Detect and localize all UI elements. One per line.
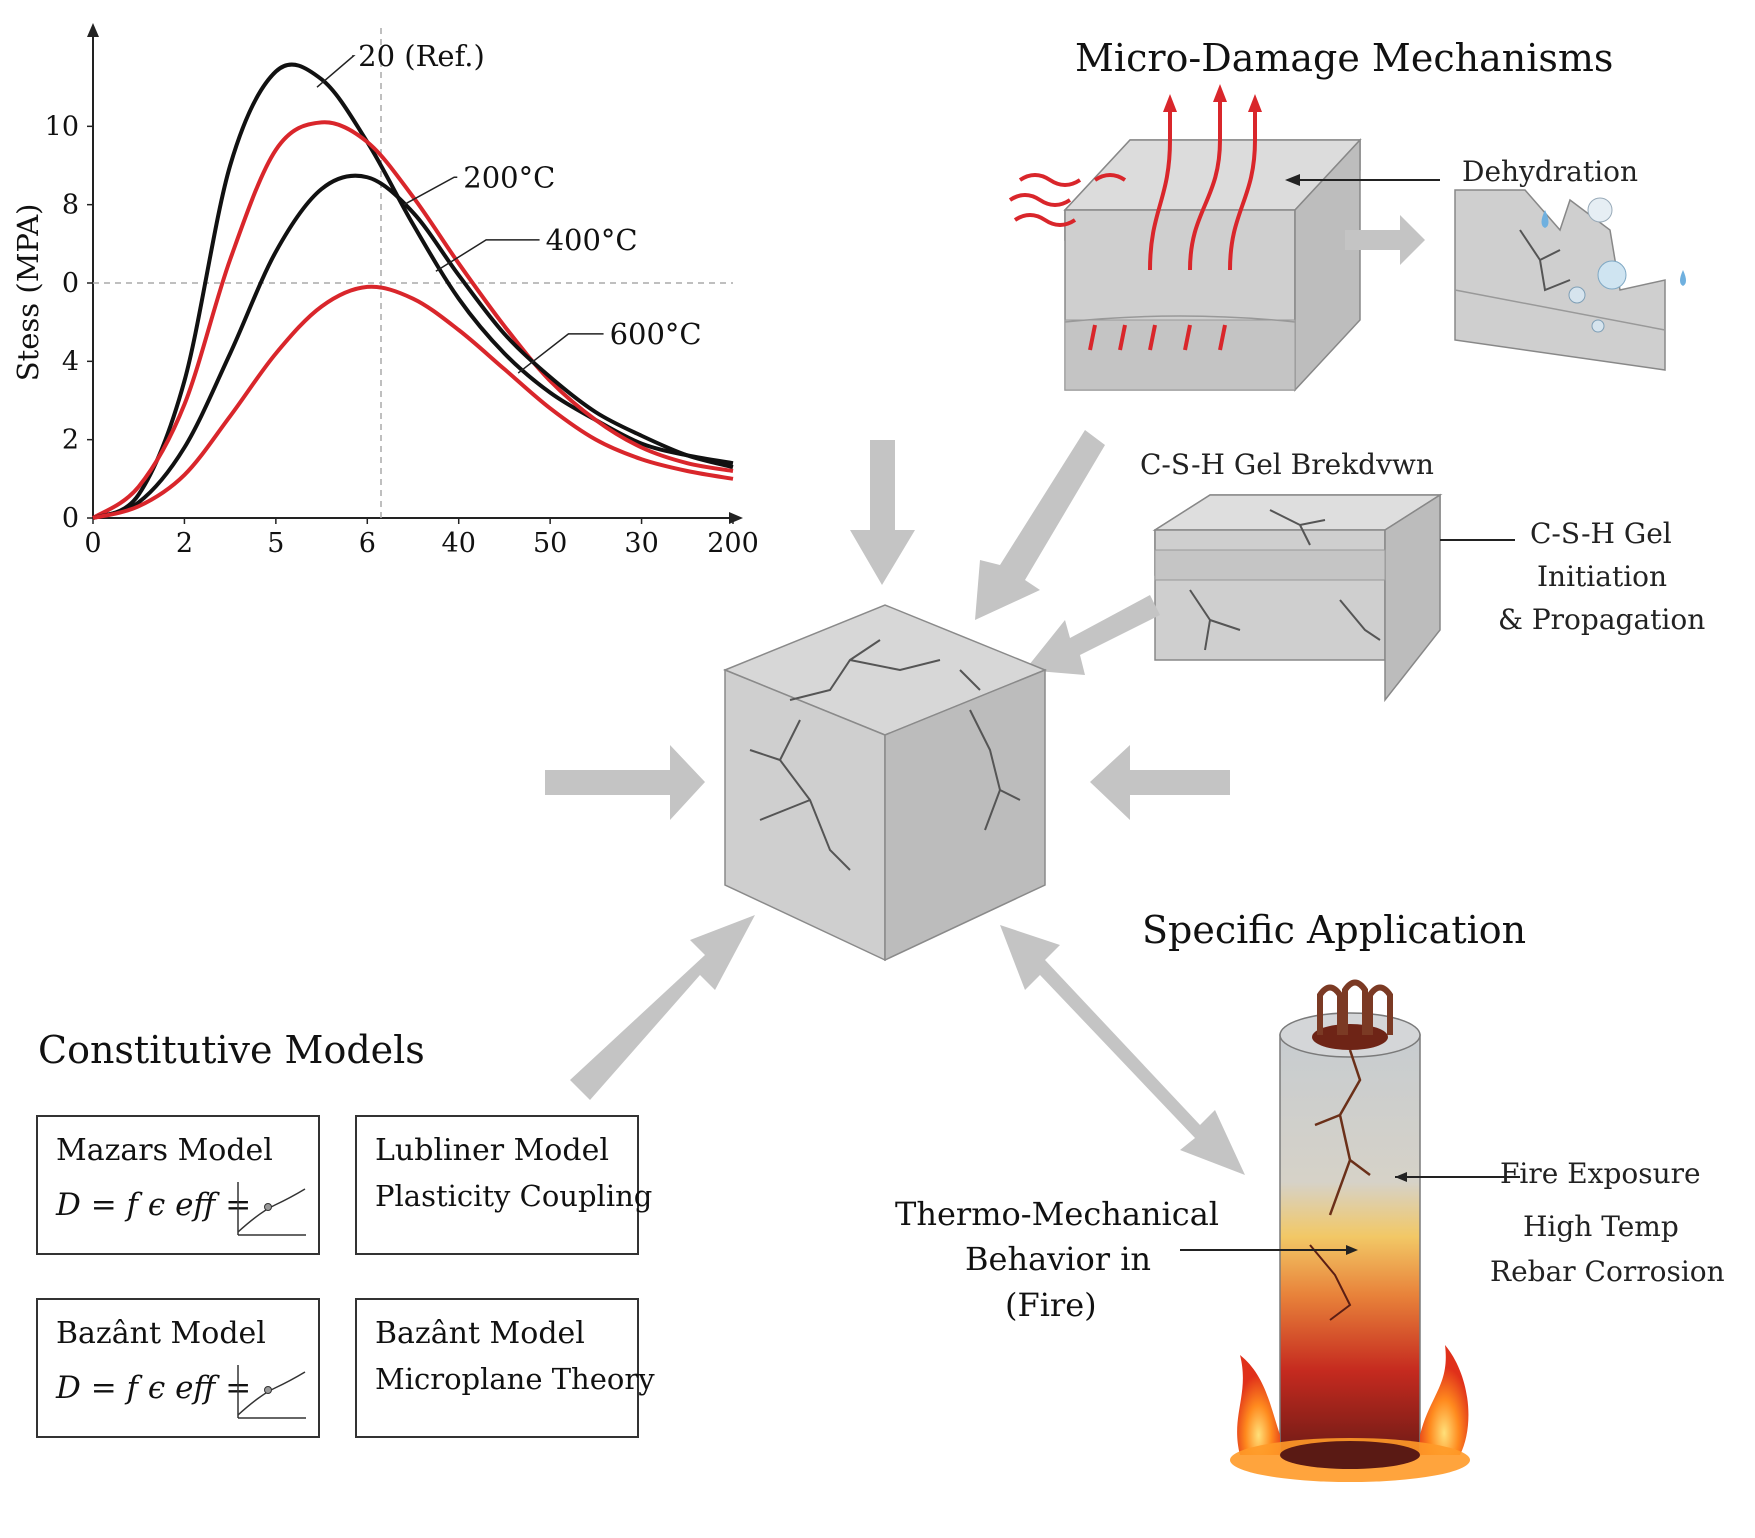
model-card-mazars: Mazars Model D = f ϵ eff = [36,1115,320,1255]
model-name: Bazânt Model [375,1316,585,1351]
model-name: Lubliner Model [375,1133,609,1168]
x-tick-label: 40 [442,528,476,559]
csh-gel-block [1152,493,1443,703]
y-tick-label: 10 [45,111,79,142]
series-line-1 [91,120,734,520]
cracked-concrete-cube [723,604,1047,962]
csh-init-line2: Initiation [1537,560,1668,593]
annotation-label: 600°C [610,317,702,351]
x-tick-label: 30 [624,528,658,559]
rising-heat-arrows [1008,100,1257,351]
dehydration-label: Dehydration [1462,155,1638,188]
dehydrated-fragment [1454,189,1686,371]
rebar-corrosion-label: Rebar Corrosion [1490,1255,1725,1288]
csh-init-line3: & Propagation [1498,603,1706,636]
high-temp-label: High Temp [1523,1210,1679,1243]
constitutive-title: Constitutive Models [38,1028,425,1072]
annotation-leader [435,239,540,272]
fire-column-illustration [1230,979,1470,1482]
model-equation: D = f ϵ eff = [56,1187,252,1223]
series-line-3 [92,284,734,520]
micro-damage-illustration [1008,84,1686,392]
application-title: Specific Application [1142,908,1527,952]
annotation-label: 20 (Ref.) [358,39,485,73]
heated-concrete-block [1063,138,1362,392]
model-equation: D = f ϵ eff = [56,1370,252,1406]
annotation-leader [403,176,458,206]
annotation-leader [517,333,604,374]
annotation-leader [316,55,356,88]
y-tick-label: 2 [62,425,79,456]
csh-init-line1: C-S-H Gel [1530,517,1672,550]
model-name: Mazars Model [56,1133,273,1168]
x-tick-label: 200 [707,528,759,559]
mini-graph-icon [237,1365,306,1419]
flow-arrows [545,430,1245,1175]
y-tick-label: 8 [62,190,79,221]
x-tick-label: 5 [267,528,284,559]
x-tick-label: 0 [84,528,101,559]
y-tick-label: 0 [62,503,79,534]
y-tick-label: 4 [62,346,79,377]
model-card-bazant-2: Bazânt Model Microplane Theory [355,1298,655,1438]
annotation-label: 400°C [546,223,638,257]
x-tick-label: 50 [533,528,567,559]
behavior-label-line3: (Fire) [1005,1286,1097,1324]
y-axis-arrow [87,23,99,37]
y-tick-label: 0 [62,268,79,299]
model-card-lubliner: Lubliner Model Plasticity Coupling [355,1115,652,1255]
y-axis-title: Stess (MPA) [11,204,45,382]
csh-breakdown-label: C-S-H Gel Brekdvwn [1140,448,1434,481]
micro-damage-title: Micro-Damage Mechanisms [1075,36,1614,80]
model-name: Bazânt Model [56,1316,266,1351]
model-subtitle: Plasticity Coupling [375,1179,653,1213]
annotation-label: 200°C [463,160,555,194]
behavior-label-line1: Thermo-Mechanical [895,1195,1219,1233]
fire-exposure-label: Fire Exposure [1500,1157,1701,1190]
mini-graph-icon [237,1182,306,1236]
model-subtitle: Microplane Theory [375,1362,655,1396]
x-tick-label: 2 [176,528,193,559]
model-card-bazant-1: Bazânt Model D = f ϵ eff = [36,1298,320,1438]
behavior-label-line2: Behavior in [965,1240,1152,1278]
x-tick-label: 6 [359,528,376,559]
series-line-2 [92,173,734,520]
